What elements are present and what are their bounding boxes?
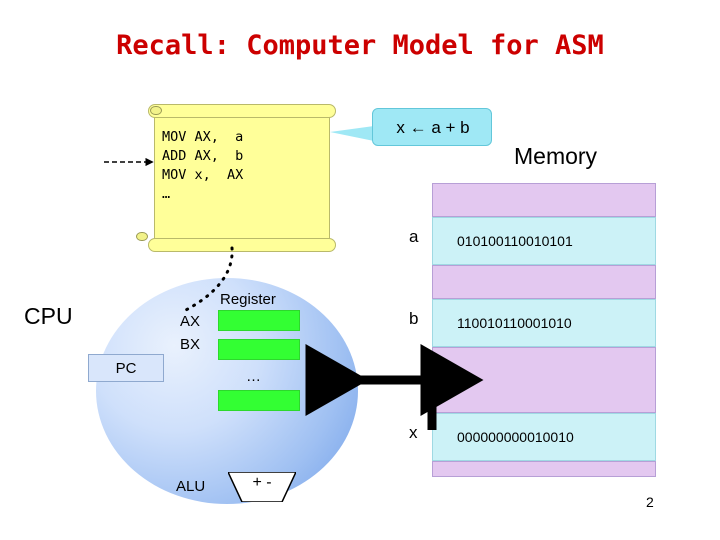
register-cell-n — [218, 390, 300, 411]
register-name-ax: AX — [180, 313, 201, 330]
callout-text: x ← a + b — [396, 118, 470, 137]
note-top-roll — [148, 104, 336, 118]
alu-label: ALU — [176, 478, 206, 495]
alu-shape-icon — [228, 472, 296, 502]
note-curl-top-icon — [150, 106, 162, 115]
memory-row-label-a: a — [409, 227, 419, 246]
register-ellipsis: … — [246, 368, 261, 385]
memory-cell-empty — [432, 183, 656, 217]
callout-bubble: x ← a + b — [372, 108, 492, 146]
alu-operations: + - — [252, 474, 272, 491]
memory-cell-empty — [432, 265, 656, 299]
memory-cell-a: 010100110010101 — [432, 217, 656, 265]
page-title: Recall: Computer Model for ASM — [116, 30, 604, 61]
cpu-label: CPU — [24, 303, 73, 329]
note-bottom-roll — [148, 238, 336, 252]
note-body — [154, 114, 330, 242]
register-label: Register — [220, 291, 276, 308]
callout-tail-icon — [330, 126, 374, 141]
memory-cell-b: 110010110001010 — [432, 299, 656, 347]
memory-cell-empty — [432, 347, 656, 413]
note-curl-bottom-icon — [136, 232, 148, 241]
register-cell-bx — [218, 339, 300, 360]
memory-row-label-x: x — [409, 423, 418, 442]
memory-label: Memory — [514, 143, 598, 169]
memory-cell-empty — [432, 461, 656, 477]
assembly-code-text: MOV AX, a ADD AX, b MOV x, AX … — [162, 129, 244, 202]
assembly-code-note: MOV AX, a ADD AX, b MOV x, AX … — [136, 104, 336, 252]
memory-cell-x: 000000000010010 — [432, 413, 656, 461]
memory-row-label-b: b — [409, 309, 419, 328]
page-number: 2 — [646, 494, 654, 510]
register-cell-ax — [218, 310, 300, 331]
memory-column: 010100110010101 110010110001010 00000000… — [432, 183, 656, 477]
register-name-bx: BX — [180, 336, 201, 353]
pc-register: PC — [88, 354, 164, 382]
